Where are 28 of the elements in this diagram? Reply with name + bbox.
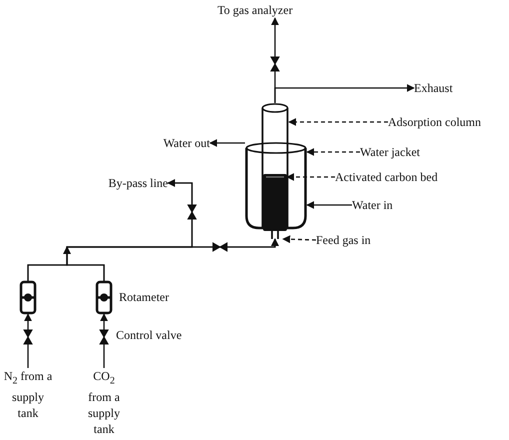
pipe-arrow — [274, 84, 415, 103]
pipe-arrow — [209, 139, 245, 147]
supply-label: N$_{2}$ from a supply tank — [3, 368, 53, 422]
part-label: Rotameter — [119, 289, 169, 305]
outlet-label: By-pass line — [107, 175, 168, 191]
carbon-bed — [263, 174, 287, 231]
leader-line — [286, 173, 335, 181]
part-label: Control valve — [116, 327, 182, 343]
water-jacket — [245, 142, 307, 230]
adsorption-column — [261, 103, 289, 239]
part-label: Activated carbon bed — [335, 169, 439, 185]
rotameter-icon — [96, 281, 112, 314]
leader-line — [282, 235, 316, 244]
outlet-label: Water out — [162, 135, 210, 151]
inlet-label: Feed gas in — [316, 232, 372, 248]
supply-label: CO$_{2}$ from a supply tank — [86, 368, 121, 438]
outlet-label: To gas analyzer — [216, 2, 294, 18]
outlet-label: Exhaust — [414, 80, 454, 96]
pipe-arrow — [24, 313, 32, 368]
leader-line — [306, 148, 360, 156]
pipe-arrow — [66, 179, 193, 281]
pipe-arrow — [100, 313, 108, 368]
rotameter-icon — [20, 281, 36, 314]
pipe-arrow — [306, 201, 352, 209]
leader-line — [288, 118, 388, 126]
part-label: Adsorption column — [388, 114, 482, 130]
part-label: Water jacket — [360, 144, 421, 160]
inlet-label: Water in — [352, 197, 394, 213]
